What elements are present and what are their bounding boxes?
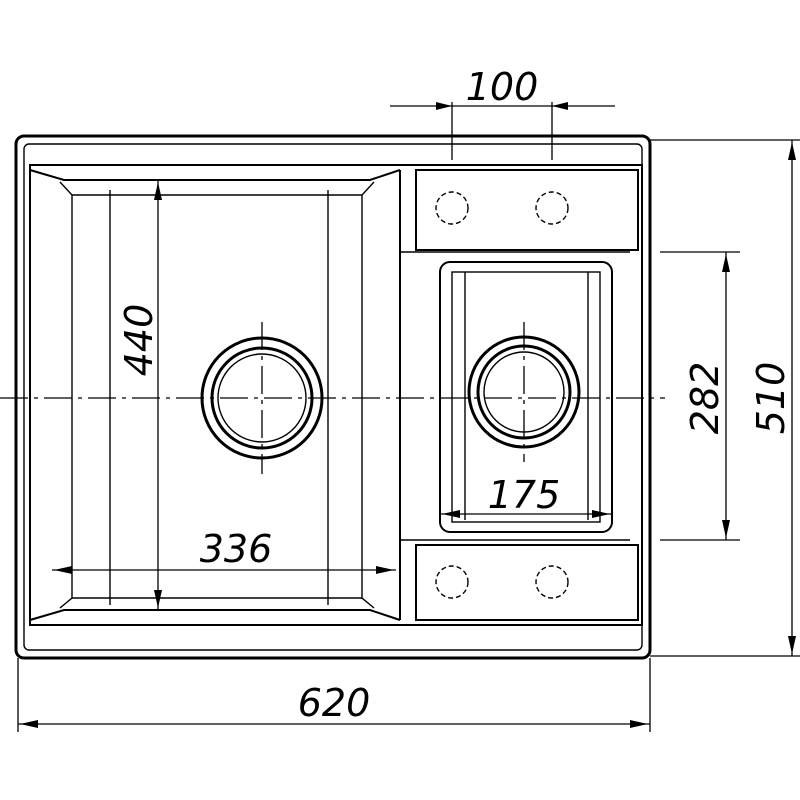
dimension-hole-spacing: 100	[390, 65, 615, 160]
small-drain	[467, 322, 581, 462]
small-bowl	[400, 169, 639, 621]
small-bowl-width-label: 175	[488, 473, 561, 517]
tap-hole-top-right	[535, 191, 569, 225]
dimension-small-bowl-depth: 282	[660, 251, 740, 541]
overall-depth-label: 510	[749, 362, 793, 435]
dimension-large-bowl-depth: 440	[117, 180, 162, 610]
dimension-small-bowl-width: 175	[440, 473, 612, 518]
large-bowl-width-label: 336	[200, 527, 273, 571]
large-bowl-depth-label: 440	[117, 304, 161, 377]
tap-hole-bottom-left	[435, 565, 469, 599]
dimension-overall-width: 620	[17, 658, 651, 732]
overall-width-label: 620	[298, 681, 371, 725]
tap-holes	[435, 191, 569, 599]
tap-hole-bottom-right	[535, 565, 569, 599]
dimension-large-bowl-width: 336	[52, 527, 396, 574]
dimension-overall-depth: 510	[650, 139, 800, 657]
tap-hole-top-left	[435, 191, 469, 225]
small-bowl-depth-label: 282	[683, 362, 727, 435]
sink-outline	[14, 134, 652, 660]
hole-spacing-label: 100	[466, 65, 539, 109]
